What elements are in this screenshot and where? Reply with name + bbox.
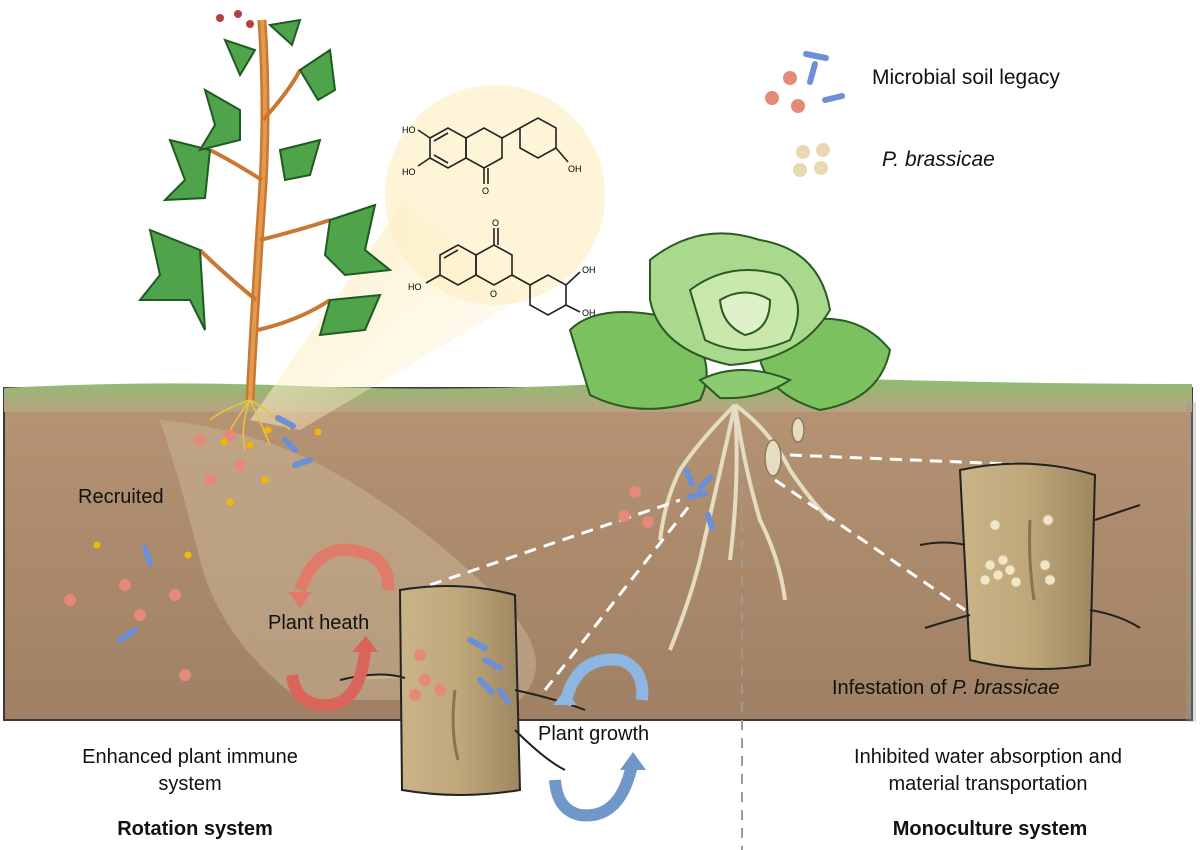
infestation-label: Infestation of P. brassicae bbox=[832, 677, 1060, 700]
molecule-label: OH bbox=[582, 308, 596, 318]
monoculture-effect-text: Inhibited water absorption and material … bbox=[808, 744, 1168, 798]
plant-growth-label: Plant growth bbox=[538, 723, 650, 745]
rotation-effect-line-1: Enhanced plant immune bbox=[82, 746, 298, 768]
plant-health-cycle-arrows bbox=[286, 543, 395, 712]
molecule-label: O bbox=[482, 186, 489, 196]
root-exudate-beam bbox=[250, 85, 605, 430]
isoflavone-structure bbox=[417, 117, 569, 184]
plant-growth-cycle-arrows bbox=[549, 653, 649, 822]
clubroot-gall bbox=[764, 439, 782, 477]
clubroot-gall bbox=[791, 417, 805, 443]
soil-microbes-red bbox=[64, 429, 654, 701]
flavone-structure bbox=[425, 228, 581, 316]
molecule-label: O bbox=[492, 218, 499, 228]
molecule-label: OH bbox=[582, 265, 596, 275]
monoculture-effect-line-1: Inhibited water absorption and bbox=[854, 746, 1122, 768]
molecule-label: HO bbox=[408, 282, 422, 292]
monoculture-root-section bbox=[919, 462, 1141, 670]
rotation-effect-line-2: system bbox=[158, 773, 222, 795]
rotation-system-title: Rotation system bbox=[117, 818, 273, 840]
legend-pathogen-label: P. brassicae bbox=[882, 148, 995, 171]
molecule-label: HO bbox=[402, 125, 416, 135]
rotation-root-section bbox=[339, 585, 586, 796]
molecule-label: OH bbox=[568, 164, 582, 174]
molecule-label: HO bbox=[402, 167, 416, 177]
monoculture-system-title: Monoculture system bbox=[892, 818, 1088, 840]
cabbage-plant bbox=[568, 232, 892, 412]
soil-microbes-blue bbox=[117, 415, 715, 705]
zoom-lines bbox=[429, 453, 1036, 691]
plant-health-label: Plant heath bbox=[268, 612, 370, 634]
monoculture-effect-line-2: material transportation bbox=[888, 773, 1088, 795]
infestation-prefix: Infestation of bbox=[832, 677, 953, 699]
rotation-crop-plant bbox=[137, 10, 393, 451]
cabbage-roots bbox=[658, 403, 832, 651]
legend-microbe-icon bbox=[765, 51, 845, 113]
legend-pathogen-icon bbox=[793, 143, 830, 177]
rotation-effect-text: Enhanced plant immune system bbox=[40, 744, 340, 798]
root-exudate-dots bbox=[93, 426, 322, 559]
legend-microbial-soil-legacy: Microbial soil legacy bbox=[872, 66, 1060, 89]
recruited-label: Recruited bbox=[78, 486, 164, 508]
molecule-label: O bbox=[490, 289, 497, 299]
infestation-pathogen: P. brassicae bbox=[952, 677, 1060, 699]
